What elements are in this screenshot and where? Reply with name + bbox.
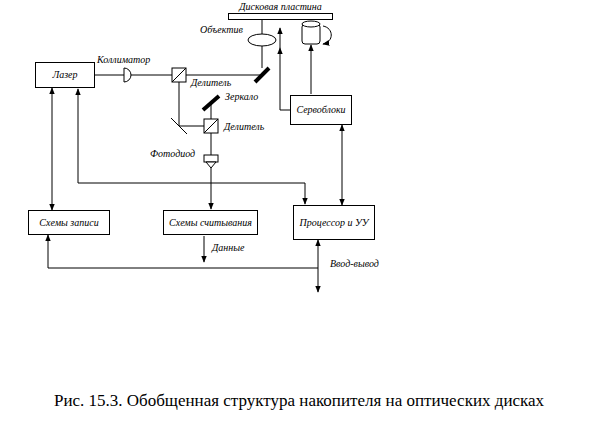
- part-label: Делитель: [191, 77, 231, 88]
- node-text: Лазер: [52, 69, 77, 81]
- node-text: Схемы записи: [39, 217, 98, 229]
- laser-box: Лазер: [35, 62, 95, 88]
- write-circuit-box: Схемы записи: [28, 210, 110, 235]
- node-text: Схемы считывания: [169, 217, 252, 229]
- disk-plate: Дисковая пластина: [228, 1, 333, 20]
- read-circuit-box: Схемы считывания: [163, 210, 258, 235]
- disk-plate-bar: [228, 13, 333, 20]
- signal-label: Ввод-вывод: [330, 258, 379, 269]
- part-label: Делитель: [224, 121, 264, 132]
- node-text: Процессор и УУ: [300, 217, 369, 229]
- figure-caption: Рис. 15.3. Обобщенная структура накопите…: [0, 391, 598, 411]
- signal-label: Данные: [212, 242, 245, 253]
- connector: [52, 88, 53, 210]
- part-label: Зеркало: [225, 91, 258, 102]
- part-label: Объектив: [200, 24, 243, 35]
- node-text: Сервоблоки: [296, 104, 345, 116]
- part-label: Фотодиод: [150, 148, 195, 159]
- connector: [48, 235, 318, 268]
- node-text: Дисковая пластина: [228, 1, 333, 12]
- connector: [342, 125, 343, 205]
- part-label: Коллиматор: [97, 54, 150, 65]
- processor-box: Процессор и УУ: [293, 205, 375, 240]
- servo-box: Сервоблоки: [290, 95, 352, 125]
